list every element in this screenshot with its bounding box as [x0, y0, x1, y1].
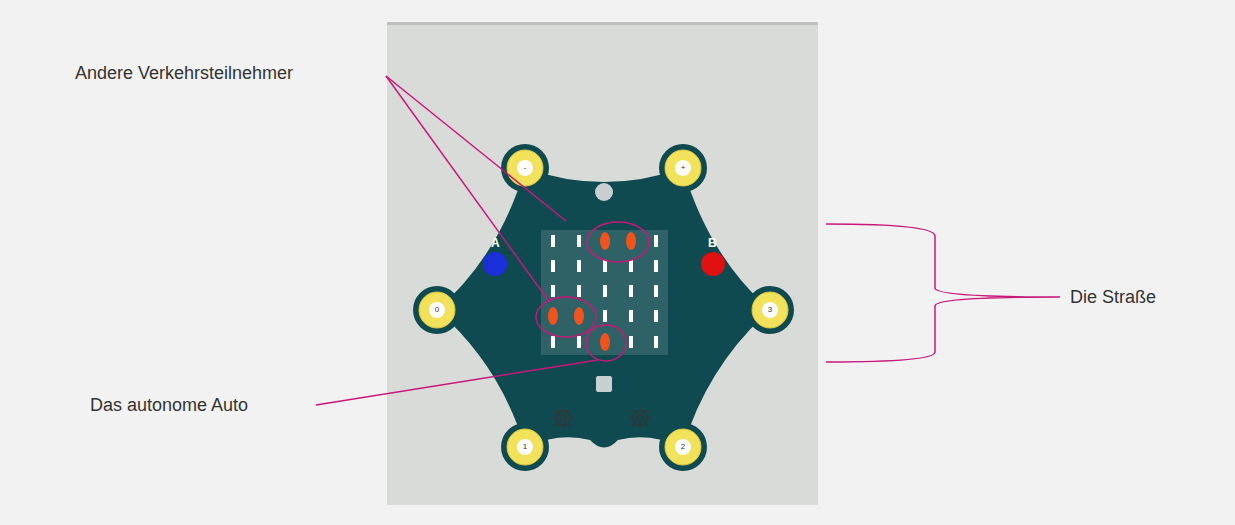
- pin-label: 1: [523, 443, 527, 451]
- pin-label: -: [524, 164, 527, 172]
- led-off: [654, 235, 658, 247]
- led-off: [603, 260, 607, 272]
- leader-lines: [316, 76, 598, 405]
- led-lit: [626, 232, 636, 250]
- led-off: [654, 336, 658, 348]
- button-label: A: [491, 237, 500, 249]
- pin-holes: [429, 160, 778, 455]
- pin-label: +: [681, 164, 686, 172]
- led-lit: [548, 307, 558, 325]
- led-off: [603, 285, 607, 297]
- led-off: [551, 285, 555, 297]
- led-grid: [548, 232, 658, 351]
- led-off: [551, 235, 555, 247]
- panel-edge: [387, 22, 818, 25]
- led-off: [577, 260, 581, 272]
- reset-button: [596, 376, 612, 392]
- led-off: [577, 285, 581, 297]
- callout-label: Das autonome Auto: [90, 396, 248, 414]
- led-off: [551, 336, 555, 348]
- button-b: [701, 252, 725, 276]
- road-bracket: [826, 224, 1060, 362]
- led-off: [654, 310, 658, 322]
- led-lit: [600, 232, 610, 250]
- pin-label: 0: [435, 306, 439, 314]
- gear-icons: [552, 407, 651, 429]
- led-off: [629, 260, 633, 272]
- button-label: B: [708, 237, 717, 249]
- led-off: [629, 336, 633, 348]
- pin-label: 3: [768, 306, 772, 314]
- led-off: [577, 336, 581, 348]
- callout-label: Andere Verkehrsteilnehmer: [75, 64, 293, 82]
- led-lit: [600, 333, 610, 351]
- led-lit: [574, 307, 584, 325]
- led-sensor: [595, 183, 613, 201]
- highlight-circles: [536, 222, 649, 361]
- background-panel: [387, 22, 818, 505]
- board-outline: [437, 168, 770, 448]
- led-off: [654, 260, 658, 272]
- pin-label: 2: [681, 443, 685, 451]
- led-off: [551, 260, 555, 272]
- callout-label: Die Straße: [1070, 288, 1156, 306]
- led-off: [654, 285, 658, 297]
- led-off: [603, 310, 607, 322]
- led-off: [577, 235, 581, 247]
- led-off: [629, 310, 633, 322]
- led-off: [629, 285, 633, 297]
- button-a: [483, 252, 507, 276]
